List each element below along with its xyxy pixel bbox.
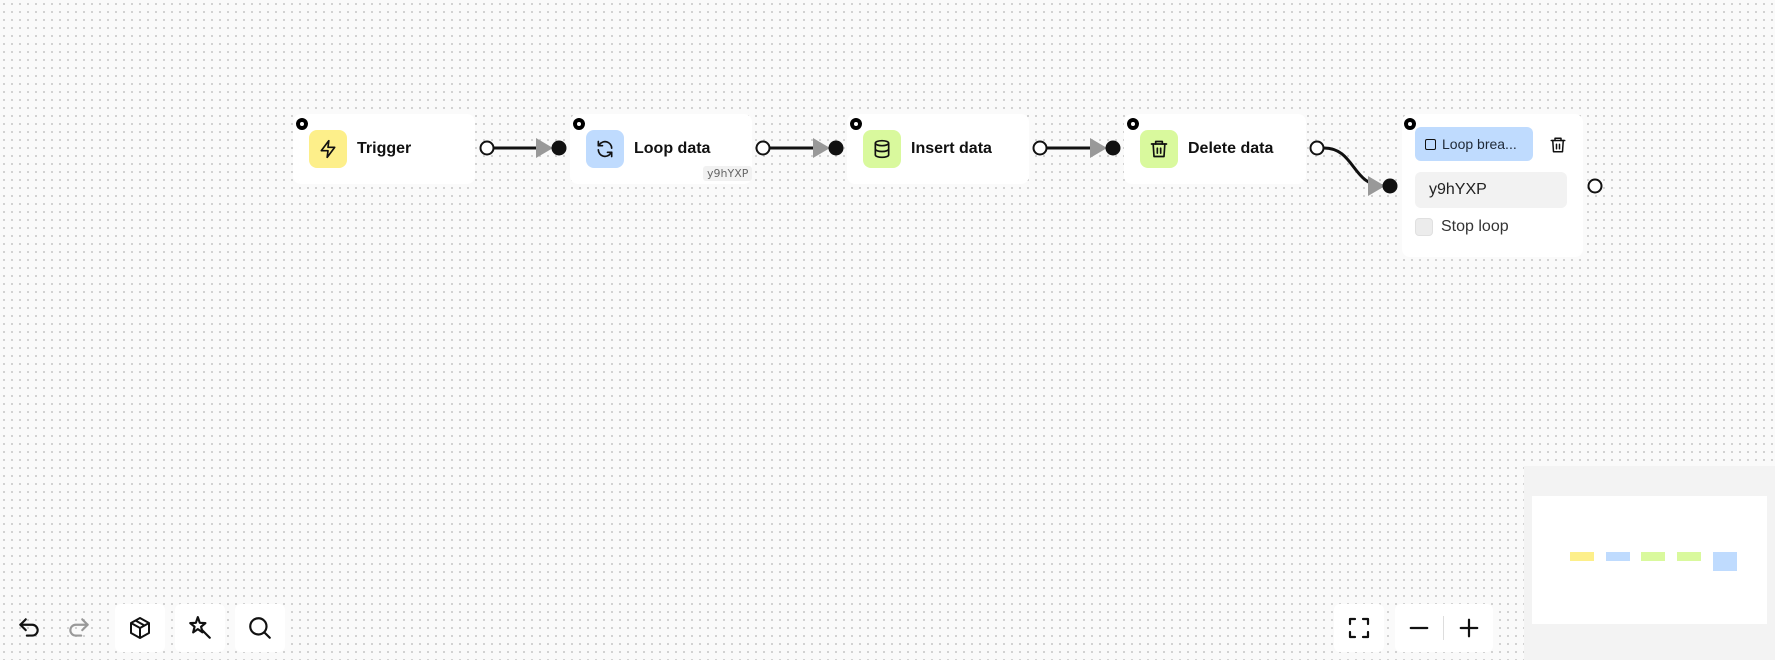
node-trigger-icon-box <box>309 130 347 168</box>
edge-insert-delete[interactable] <box>1032 138 1121 158</box>
redo-icon <box>69 618 89 637</box>
minimap-node-insert-data <box>1641 552 1665 561</box>
trash-icon <box>1150 140 1168 158</box>
node-insert-data[interactable]: Insert data <box>847 114 1029 184</box>
node-loop-data-icon-box <box>586 130 624 168</box>
node-trigger-input-handle[interactable] <box>296 118 308 130</box>
package-icon <box>130 617 150 639</box>
minimap-node-loop-break <box>1713 552 1737 571</box>
node-trigger-label: Trigger <box>357 140 412 157</box>
loop-id-input[interactable]: y9hYXP <box>1415 172 1567 208</box>
delete-node-button[interactable] <box>1547 134 1569 156</box>
trash-icon <box>1550 137 1566 153</box>
edge-loop-insert[interactable] <box>755 138 844 158</box>
node-delete-data-icon-box <box>1140 130 1178 168</box>
zoom-out-button[interactable] <box>1395 604 1443 652</box>
minimap-viewport[interactable] <box>1532 496 1767 624</box>
zoom-in-icon <box>1459 618 1479 638</box>
refresh-icon <box>597 140 613 158</box>
node-insert-data-input-handle[interactable] <box>850 118 862 130</box>
undo-button[interactable] <box>5 604 53 652</box>
zoom-divider <box>1443 616 1444 640</box>
edge-delete-loopbreak[interactable] <box>1309 140 1398 197</box>
loop-id-tag: y9hYXP <box>703 166 753 181</box>
loop-id-value: y9hYXP <box>1429 181 1487 198</box>
node-loop-data-input-handle[interactable] <box>573 118 585 130</box>
fullscreen-icon <box>1348 617 1370 639</box>
stop-square-icon <box>1425 138 1436 150</box>
stop-loop-label: Stop loop <box>1441 218 1509 235</box>
magic-wand-icon <box>189 616 211 639</box>
search-button[interactable] <box>235 604 285 652</box>
edge-trigger-loop[interactable] <box>479 138 567 158</box>
minimap[interactable] <box>1524 466 1775 660</box>
redo-button[interactable] <box>55 604 103 652</box>
node-insert-data-label: Insert data <box>911 140 992 157</box>
loop-break-output-handle[interactable] <box>1587 178 1603 194</box>
minimap-node-loop-data <box>1606 552 1630 561</box>
stop-loop-checkbox[interactable] <box>1415 218 1433 236</box>
node-insert-data-icon-box <box>863 130 901 168</box>
node-delete-data-label: Delete data <box>1188 140 1274 157</box>
search-icon <box>249 617 271 639</box>
magic-wand-button[interactable] <box>175 604 225 652</box>
node-loop-break-input-handle[interactable] <box>1404 118 1416 130</box>
lightning-icon <box>320 139 336 159</box>
node-loop-break[interactable]: Loop brea... y9hYXP Stop loop <box>1402 114 1583 257</box>
stop-loop-row[interactable]: Stop loop <box>1415 218 1509 236</box>
node-delete-data-input-handle[interactable] <box>1127 118 1139 130</box>
package-button[interactable] <box>115 604 165 652</box>
zoom-out-icon <box>1409 626 1429 630</box>
loop-break-title: Loop brea... <box>1442 136 1517 152</box>
zoom-controls <box>1395 604 1493 652</box>
fullscreen-button[interactable] <box>1334 604 1384 652</box>
zoom-in-button[interactable] <box>1445 604 1493 652</box>
node-trigger[interactable]: Trigger <box>293 114 475 184</box>
minimap-node-delete-data <box>1677 552 1701 561</box>
undo-icon <box>19 618 39 637</box>
minimap-node-trigger <box>1570 552 1594 561</box>
node-loop-data-label: Loop data <box>634 140 711 157</box>
node-delete-data[interactable]: Delete data <box>1124 114 1306 184</box>
database-icon <box>874 139 890 159</box>
loop-break-header[interactable]: Loop brea... <box>1415 127 1533 161</box>
